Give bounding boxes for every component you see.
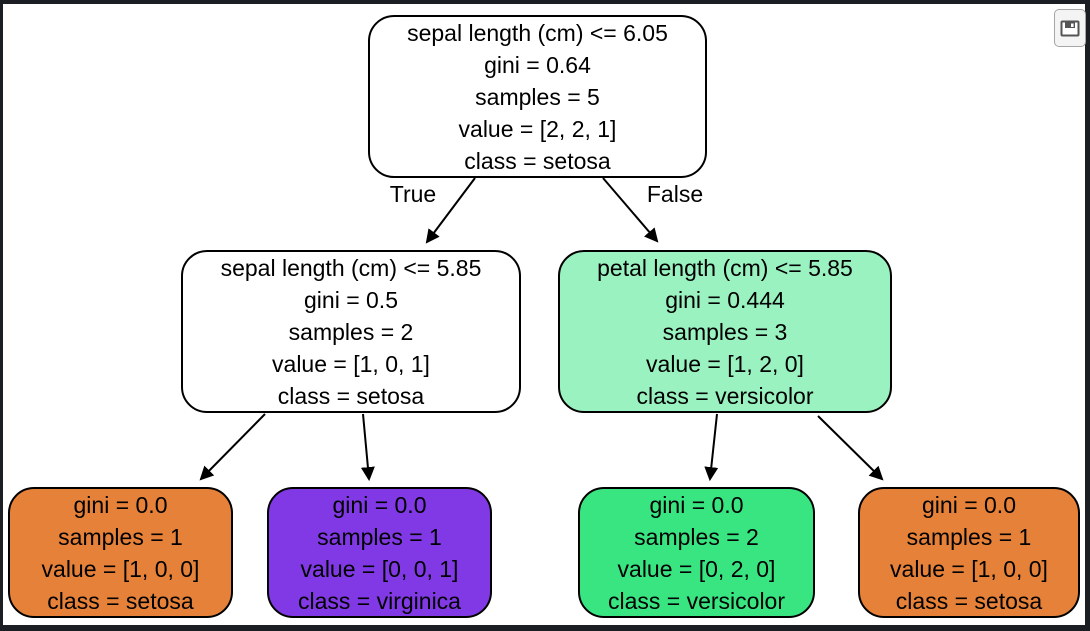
tree-node-leaf-1: gini = 0.0 samples = 1 value = [1, 0, 0]… <box>8 487 233 618</box>
node-class: class = setosa <box>47 587 194 614</box>
node-gini: gini = 0.64 <box>484 51 591 78</box>
tree-node-right-child: petal length (cm) <= 5.85 gini = 0.444 s… <box>558 250 892 413</box>
node-value: value = [1, 0, 0] <box>41 555 200 582</box>
node-samples: samples = 5 <box>475 83 600 110</box>
node-class: class = versicolor <box>636 382 814 409</box>
edge-right-to-leaf3 <box>704 413 719 482</box>
edge-root-to-right <box>602 177 659 243</box>
node-value: value = [1, 2, 0] <box>646 350 804 377</box>
save-image-button[interactable] <box>1054 9 1086 47</box>
node-value: value = [2, 2, 1] <box>458 115 617 142</box>
node-class: class = versicolor <box>607 587 786 614</box>
node-samples: samples = 1 <box>58 523 183 550</box>
tree-node-leaf-3: gini = 0.0 samples = 2 value = [0, 2, 0]… <box>578 487 815 618</box>
node-gini: gini = 0.0 <box>73 491 168 518</box>
node-samples: samples = 1 <box>317 523 442 550</box>
node-gini: gini = 0.0 <box>332 491 427 518</box>
node-class: class = virginica <box>298 587 461 614</box>
edge-right-to-leaf4 <box>817 415 884 481</box>
node-value: value = [0, 0, 1] <box>300 555 459 582</box>
node-value: value = [0, 2, 0] <box>617 555 776 582</box>
tree-node-left-child: sepal length (cm) <= 5.85 gini = 0.5 sam… <box>181 250 521 413</box>
node-class: class = setosa <box>895 587 1043 614</box>
node-gini: gini = 0.5 <box>304 286 398 313</box>
edge-label-true: True <box>389 181 437 207</box>
tree-node-leaf-2: gini = 0.0 samples = 1 value = [0, 0, 1]… <box>267 487 492 618</box>
tree-node-leaf-4: gini = 0.0 samples = 1 value = [1, 0, 0]… <box>858 487 1080 618</box>
node-gini: gini = 0.444 <box>665 286 785 313</box>
edge-left-to-leaf2 <box>360 413 375 482</box>
tree-node-root: sepal length (cm) <= 6.05 gini = 0.64 sa… <box>368 15 707 178</box>
node-samples: samples = 3 <box>662 318 788 345</box>
node-samples: samples = 2 <box>288 318 414 345</box>
edge-root-to-left <box>425 177 476 244</box>
node-value: value = [1, 0, 0] <box>890 555 1048 582</box>
node-value: value = [1, 0, 1] <box>272 350 430 377</box>
node-condition: sepal length (cm) <= 5.85 <box>220 254 482 281</box>
node-samples: samples = 1 <box>906 523 1032 550</box>
node-condition: petal length (cm) <= 5.85 <box>597 254 853 281</box>
node-class: class = setosa <box>464 147 611 174</box>
floppy-disk-icon <box>1060 20 1080 37</box>
node-condition: sepal length (cm) <= 6.05 <box>407 19 668 46</box>
edge-left-to-leaf1 <box>199 413 266 481</box>
node-gini: gini = 0.0 <box>649 491 744 518</box>
edge-label-false: False <box>646 181 704 207</box>
node-samples: samples = 2 <box>634 523 759 550</box>
node-class: class = setosa <box>277 382 425 409</box>
node-gini: gini = 0.0 <box>922 491 1016 518</box>
